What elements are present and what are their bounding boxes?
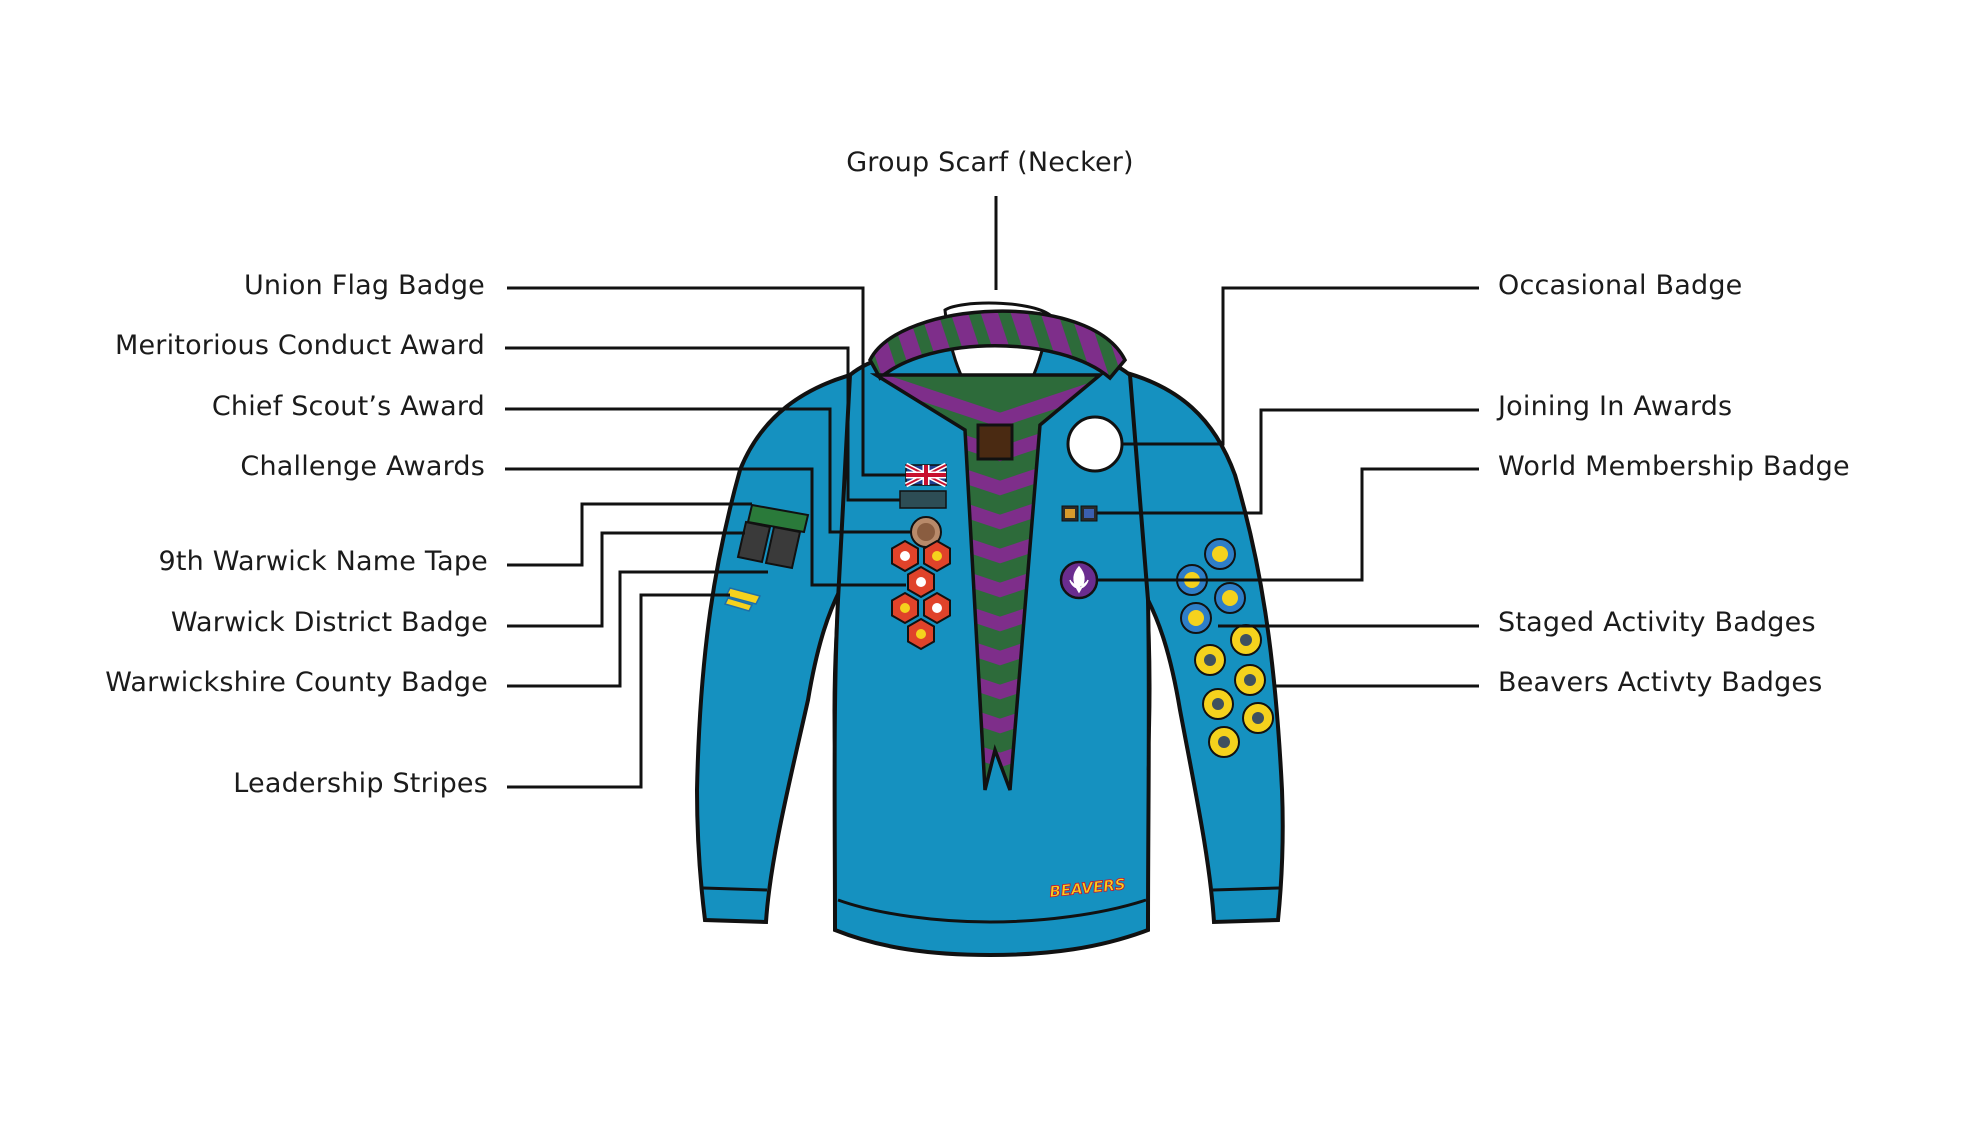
right-sleeve <box>1112 367 1285 925</box>
challenge-award-emblem <box>932 551 942 561</box>
left-cuff <box>702 886 768 892</box>
line-district <box>507 531 745 628</box>
label-world-membership-badge: World Membership Badge <box>1498 451 1850 482</box>
label-challenge-awards: Challenge Awards <box>240 451 485 482</box>
name-tape-9th-warwick <box>746 503 810 534</box>
label-county-badge: Warwickshire County Badge <box>105 667 488 698</box>
label-meritorious-conduct-award: Meritorious Conduct Award <box>114 330 485 361</box>
warwickshire-county-badge <box>764 525 802 570</box>
line-occasional <box>1122 286 1479 446</box>
sleeve-badges <box>1176 538 1274 758</box>
line-world-membership <box>1097 467 1479 582</box>
beavers-activity-emblem <box>1204 654 1216 666</box>
occasional-badge <box>1066 415 1124 473</box>
staged-activity-emblem <box>1188 610 1204 626</box>
line-challenge <box>505 467 906 587</box>
challenge-award-emblem <box>932 603 942 613</box>
world-membership-badge <box>1059 560 1099 600</box>
line-name-tape <box>507 502 752 567</box>
label-occasional-badge: Occasional Badge <box>1498 270 1743 301</box>
meritorious-conduct-award <box>899 490 947 509</box>
beavers-activity-emblem <box>1218 736 1230 748</box>
left-sleeve <box>694 367 873 925</box>
jumper-hem <box>837 898 1147 924</box>
scarf-woggle <box>976 423 1014 461</box>
staged-activity-emblem <box>1212 546 1228 562</box>
label-group-scarf: Group Scarf (Necker) <box>846 147 1134 178</box>
challenge-award-emblem <box>900 603 910 613</box>
label-staged-activity-badges: Staged Activity Badges <box>1498 607 1816 638</box>
label-district-badge: Warwick District Badge <box>170 607 488 638</box>
label-name-tape: 9th Warwick Name Tape <box>158 546 488 577</box>
challenge-award-emblem <box>900 551 910 561</box>
line-union-flag <box>507 286 906 477</box>
label-chief-scouts-award: Chief Scout’s Award <box>211 391 485 422</box>
line-chief-scout <box>505 407 911 534</box>
line-joining-in <box>1097 408 1479 515</box>
leader-lines <box>505 196 1479 789</box>
line-county <box>507 570 768 688</box>
challenge-award-emblem <box>916 577 926 587</box>
beavers-activity-emblem <box>1212 698 1224 710</box>
line-stripes <box>507 593 730 789</box>
leadership-stripes <box>723 587 762 612</box>
beavers-activity-emblem <box>1244 674 1256 686</box>
challenge-awards <box>891 539 951 651</box>
label-joining-in-awards: Joining In Awards <box>1498 391 1733 422</box>
label-leadership-stripes: Leadership Stripes <box>233 768 488 799</box>
label-beavers-activity-badges: Beavers Activty Badges <box>1498 667 1823 698</box>
beavers-activity-emblem <box>1240 634 1252 646</box>
badges: BEAVERS <box>723 415 1274 901</box>
challenge-award-emblem <box>916 629 926 639</box>
beavers-activity-emblem <box>1252 712 1264 724</box>
line-meritorious <box>505 346 900 502</box>
staged-activity-emblem <box>1222 590 1238 606</box>
right-cuff <box>1212 886 1280 892</box>
warwick-district-badge <box>736 520 772 564</box>
label-union-flag-badge: Union Flag Badge <box>243 270 485 301</box>
union-flag-badge <box>904 462 948 488</box>
